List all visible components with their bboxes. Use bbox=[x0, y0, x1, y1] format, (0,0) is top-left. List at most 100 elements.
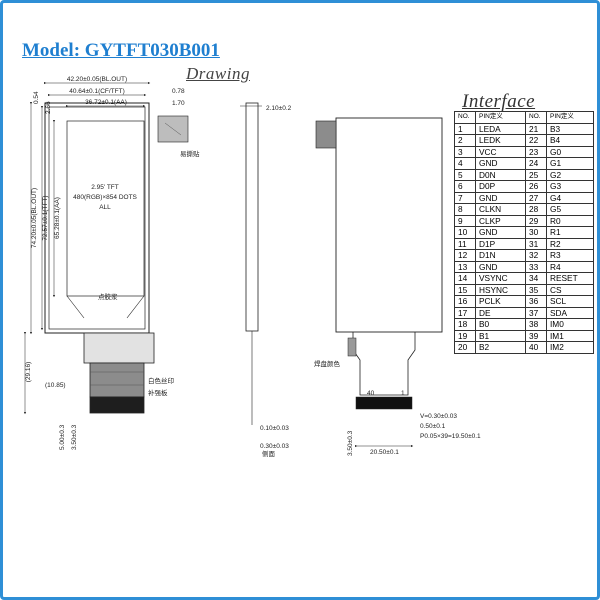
pin-number: 4 bbox=[454, 157, 476, 170]
pin-name: B3 bbox=[546, 122, 594, 135]
screen-size: 2.95' TFT bbox=[91, 184, 119, 191]
stiffener-note: 补强板 bbox=[148, 388, 168, 397]
pin-number: 9 bbox=[454, 214, 476, 227]
dim-thickness: 2.10±0.2 bbox=[266, 105, 292, 112]
dim-fpc-width: (10.85) bbox=[45, 382, 66, 389]
dim-350: 3.50±0.3 bbox=[71, 424, 78, 450]
back-gold-finger bbox=[355, 396, 413, 410]
pin-name: IM2 bbox=[546, 341, 594, 354]
pin-number: 32 bbox=[525, 249, 547, 262]
pin-number: 22 bbox=[525, 134, 547, 147]
dim-078: 0.78 bbox=[172, 88, 185, 95]
pin-number: 26 bbox=[525, 180, 547, 193]
back-view: 焊盘颜色 40 1 V=0.30±0.03 0.50±0.1 P0.05×39=… bbox=[314, 117, 481, 456]
pin-name: G4 bbox=[546, 191, 594, 204]
dim-010: 0.10±0.03 bbox=[260, 425, 289, 432]
pin-name: R4 bbox=[546, 260, 594, 273]
pin-number: 25 bbox=[525, 168, 547, 181]
header-pin-left: PIN定义 bbox=[475, 111, 526, 124]
pin-number: 27 bbox=[525, 191, 547, 204]
pin-number: 14 bbox=[454, 272, 476, 285]
pin-name: LEDA bbox=[475, 122, 526, 135]
pin-name: CS bbox=[546, 283, 594, 296]
pin-number: 3 bbox=[454, 145, 476, 158]
pin-name: G1 bbox=[546, 157, 594, 170]
pin-name: IM1 bbox=[546, 329, 594, 342]
pin-name: D0N bbox=[475, 168, 526, 181]
pin-number: 35 bbox=[525, 283, 547, 296]
pin-name: VSYNC bbox=[475, 272, 526, 285]
pin-name: HSYNC bbox=[475, 283, 526, 296]
dim-266: 2.66 bbox=[45, 101, 52, 114]
pin-name: GND bbox=[475, 157, 526, 170]
dim-aa-height: 65.28±0.1(AA) bbox=[54, 197, 61, 239]
back-fpc bbox=[352, 332, 416, 396]
pin-number: 33 bbox=[525, 260, 547, 273]
pin-name: SDA bbox=[546, 306, 594, 319]
pin-name: B4 bbox=[546, 134, 594, 147]
pin-number: 15 bbox=[454, 283, 476, 296]
pin-name: B0 bbox=[475, 318, 526, 331]
pin-name: R2 bbox=[546, 237, 594, 250]
pin-number: 8 bbox=[454, 203, 476, 216]
pin-number: 20 bbox=[454, 341, 476, 354]
pin-name: DE bbox=[475, 306, 526, 319]
pin-table-header-row: NO. PIN定义 NO. PIN定义 bbox=[454, 111, 594, 124]
pin-name: SCL bbox=[546, 295, 594, 308]
header-no-right: NO. bbox=[525, 111, 547, 124]
dim-2050: 20.50±0.1 bbox=[370, 449, 399, 456]
pin-1-marker: 1 bbox=[401, 390, 405, 397]
pin-name: G3 bbox=[546, 180, 594, 193]
pin-name: GND bbox=[475, 226, 526, 239]
pin-number: 16 bbox=[454, 295, 476, 308]
pin-name: GND bbox=[475, 191, 526, 204]
tape-note: 易撕贴 bbox=[180, 149, 200, 158]
back-tape bbox=[315, 120, 337, 149]
header-no-left: NO. bbox=[454, 111, 476, 124]
dim-bl-height: 74.20±0.05(BL.OUT) bbox=[31, 188, 38, 248]
pin-number: 30 bbox=[525, 226, 547, 239]
pin-name: D0P bbox=[475, 180, 526, 193]
dim-aa-width: 36.72±0.1(AA) bbox=[85, 99, 127, 106]
dim-pitch-v: V=0.30±0.03 bbox=[420, 413, 457, 420]
pin-number: 24 bbox=[525, 157, 547, 170]
dim-pitch: P0.05×39=19.50±0.1 bbox=[420, 433, 481, 440]
drawing-label: Drawing bbox=[186, 64, 250, 83]
pin-number: 1 bbox=[454, 122, 476, 135]
model-title: Model: GYTFT030B001 bbox=[22, 40, 220, 61]
pin-number: 17 bbox=[454, 306, 476, 319]
dim-350b: 3.50±0.3 bbox=[347, 430, 354, 456]
pin-number: 2 bbox=[454, 134, 476, 147]
active-area bbox=[66, 120, 145, 297]
pin-number: 11 bbox=[454, 237, 476, 250]
side-view: 2.10±0.2 0.10±0.03 0.30±0.03 侧面 bbox=[240, 102, 292, 458]
side-note: 侧面 bbox=[262, 449, 276, 458]
pin-name: CLKP bbox=[475, 214, 526, 227]
pin-number: 29 bbox=[525, 214, 547, 227]
pin-name: B1 bbox=[475, 329, 526, 342]
pin-name: CLKN bbox=[475, 203, 526, 216]
pin-name: R0 bbox=[546, 214, 594, 227]
pin-number: 7 bbox=[454, 191, 476, 204]
pin-number: 39 bbox=[525, 329, 547, 342]
pin-name: RESET bbox=[546, 272, 594, 285]
pin-40-marker: 40 bbox=[367, 390, 375, 397]
pin-name: R3 bbox=[546, 249, 594, 262]
screen-all: ALL bbox=[99, 204, 111, 211]
pin-number: 12 bbox=[454, 249, 476, 262]
pin-number: 36 bbox=[525, 295, 547, 308]
pin-name: G5 bbox=[546, 203, 594, 216]
pin-number: 23 bbox=[525, 145, 547, 158]
